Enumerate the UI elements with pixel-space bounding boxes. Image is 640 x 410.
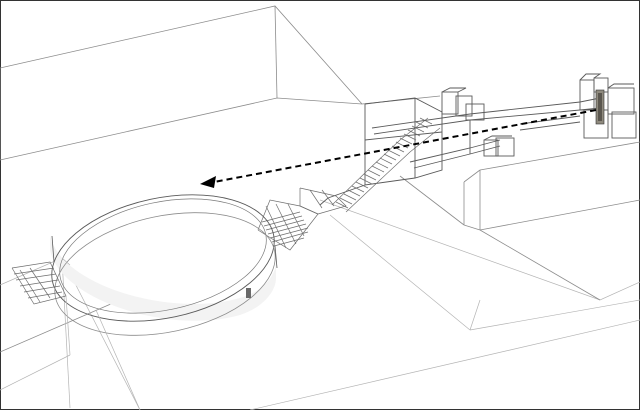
stair-box (319, 97, 443, 206)
circular-arena (50, 194, 278, 336)
ground-plane (0, 199, 640, 410)
arena-doorway (246, 288, 251, 298)
circle-supports (61, 257, 141, 410)
corridor-boxes (441, 87, 515, 157)
main-staircase (331, 117, 441, 213)
arrowhead-left (200, 176, 216, 188)
arena-floor (54, 212, 276, 336)
right-slab (399, 141, 640, 301)
end-door (595, 89, 605, 125)
fan-staircase (257, 199, 319, 251)
end-rooms (579, 73, 637, 139)
arena-rim-outer (51, 194, 275, 322)
dashed-arrow (200, 109, 597, 188)
upper-corridor (371, 97, 601, 169)
